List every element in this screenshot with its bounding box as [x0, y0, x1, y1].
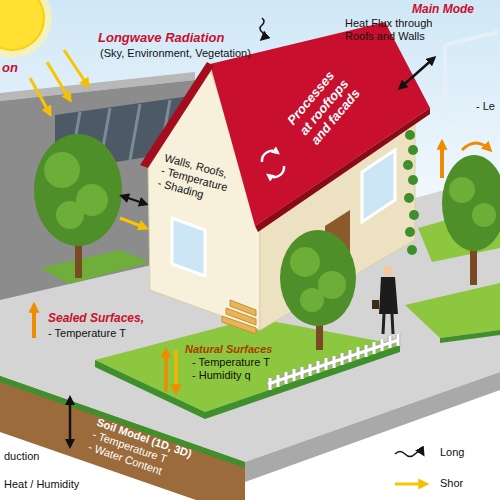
- surface-label: Sealed Surfaces,: [48, 311, 144, 325]
- heat-arrow: [462, 143, 490, 150]
- vine-leaf: [407, 245, 417, 255]
- tree-crown: [56, 201, 84, 229]
- sun-glow: [0, 0, 52, 58]
- shortwave-arrow: [30, 78, 50, 114]
- radiation-label: on: [2, 60, 18, 76]
- legend-label: Long: [440, 446, 464, 459]
- vine-leaf: [405, 130, 415, 140]
- tree-crown: [44, 152, 80, 188]
- variable-label: - Temperature T: [48, 327, 126, 340]
- process-arrow: [268, 166, 284, 177]
- person-head: [383, 266, 393, 276]
- vine-leaf: [404, 193, 414, 203]
- shortwave-arrow: [64, 50, 88, 86]
- vine-leaf: [409, 210, 419, 220]
- tree-crown: [300, 288, 324, 312]
- main-model-box: [445, 32, 498, 128]
- shortwave-arrow: [120, 218, 146, 228]
- sun: [0, 0, 44, 50]
- variable-label: - Temperature T: [192, 356, 270, 369]
- tree-crown: [449, 177, 475, 203]
- tree-crown: [290, 247, 320, 277]
- vine-leaf: [403, 160, 413, 170]
- legend-label: Shor: [440, 477, 463, 490]
- variable-label: - Humidity q: [192, 369, 251, 382]
- roof-process-box: Processes at rooftops and facads: [284, 62, 366, 147]
- heat-flux-arrow: [400, 58, 434, 88]
- process-label: Processes at rooftops and facads: [284, 62, 366, 147]
- legend-shortwave-sample: [395, 483, 426, 486]
- vine-leaf: [408, 145, 418, 155]
- person-body: [379, 277, 398, 314]
- heat-arrow: [164, 350, 168, 392]
- picket-fence-outline: [268, 334, 398, 390]
- tree-lawn: [40, 250, 150, 284]
- roof-edge: [140, 62, 214, 168]
- heat-arrow: [32, 305, 36, 338]
- wall-box: Walls, Roofs, - Temperature - Shading: [156, 151, 235, 208]
- legend-item: Heat / Humidity: [4, 478, 79, 491]
- house-window: [172, 218, 205, 276]
- tree-crown: [34, 134, 122, 246]
- shortwave-arrow: [47, 62, 70, 100]
- tree-crown: [442, 155, 500, 251]
- legend-label: Heat / Humidity: [4, 478, 79, 491]
- lawn-edge: [95, 360, 205, 419]
- radiation-label: Longwave Radiation: [98, 30, 224, 46]
- legend-item: Long: [440, 446, 464, 459]
- surface-label: Natural Surfaces: [185, 343, 272, 356]
- process-arrow: [262, 151, 278, 162]
- tree-crown: [472, 203, 496, 227]
- facade-vines: [403, 130, 419, 255]
- legend-item: Shor: [440, 477, 463, 490]
- wall-label: Walls, Roofs, - Temperature - Shading: [156, 151, 235, 208]
- tree-crown: [280, 230, 356, 326]
- heat-arrow: [440, 142, 444, 178]
- house-steps: [222, 300, 256, 334]
- source-note: (Sky, Environment, Vegetation): [100, 47, 251, 60]
- heat-arrow: [174, 350, 178, 392]
- person-bag: [372, 300, 379, 309]
- vine-leaf: [405, 227, 415, 237]
- side-lawn: [405, 283, 500, 338]
- conduction-arrow: [122, 196, 146, 204]
- roof-eave: [255, 108, 430, 232]
- house-window: [362, 150, 395, 222]
- longwave-squiggle: [260, 18, 264, 39]
- picket-fence: [268, 334, 398, 390]
- model-label: Main Mode: [412, 2, 474, 16]
- flux-label: Heat Flux through Roofs and Walls: [345, 17, 441, 43]
- legend-longwave-sample: [395, 452, 423, 457]
- lawn-edge: [440, 330, 500, 343]
- soil-band: Soil Model (1D, 3D)- Temperature T- Wate…: [86, 416, 193, 486]
- conduction-arrow: [69, 398, 72, 446]
- person-legs: [383, 314, 393, 334]
- process-label: - Le: [476, 100, 495, 113]
- vine-leaf: [408, 175, 418, 185]
- legend-item: duction: [4, 450, 39, 463]
- legend-label: duction: [4, 450, 39, 463]
